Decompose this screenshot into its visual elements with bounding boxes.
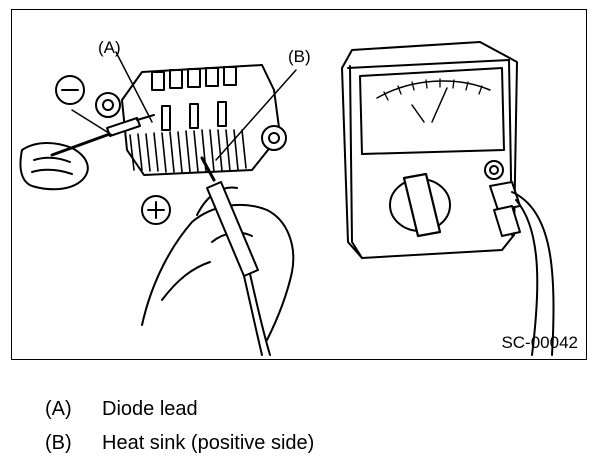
legend-item-b: (B) Heat sink (positive side)	[45, 426, 314, 460]
multimeter	[341, 41, 555, 356]
callout-a-label: (A)	[98, 38, 121, 57]
meter-terminal	[484, 160, 504, 180]
legend-text: Heat sink (positive side)	[102, 431, 315, 454]
legend-item-a: (A) Diode lead	[45, 392, 314, 426]
rectifier-assembly	[95, 64, 287, 176]
diagram-frame: (A) (B) SC-00042	[11, 9, 587, 360]
meter-needle	[431, 87, 448, 123]
callout-b-label: (B)	[288, 47, 311, 66]
plus-sign-icon	[141, 195, 171, 225]
legend: (A) Diode lead (B) Heat sink (positive s…	[45, 392, 314, 460]
legend-key: (B)	[45, 431, 72, 454]
legend-text: Diode lead	[102, 397, 198, 420]
callout-a-leader	[115, 51, 153, 123]
selector-dial-icon	[389, 172, 451, 238]
callout-b-leader	[215, 69, 297, 161]
figure-code: SC-00042	[501, 333, 578, 352]
meter-lead-2	[515, 199, 539, 356]
positive-probe	[200, 156, 271, 356]
meter-lead-1	[511, 191, 555, 356]
minus-sign-icon	[55, 75, 85, 105]
heat-sink-fins	[129, 129, 247, 173]
legend-key: (A)	[45, 397, 72, 420]
meter-scale	[376, 80, 491, 99]
meter-clip-bottom	[493, 205, 521, 237]
negative-probe	[50, 109, 155, 157]
diagram-illustration	[19, 41, 555, 356]
left-hand	[19, 142, 89, 191]
